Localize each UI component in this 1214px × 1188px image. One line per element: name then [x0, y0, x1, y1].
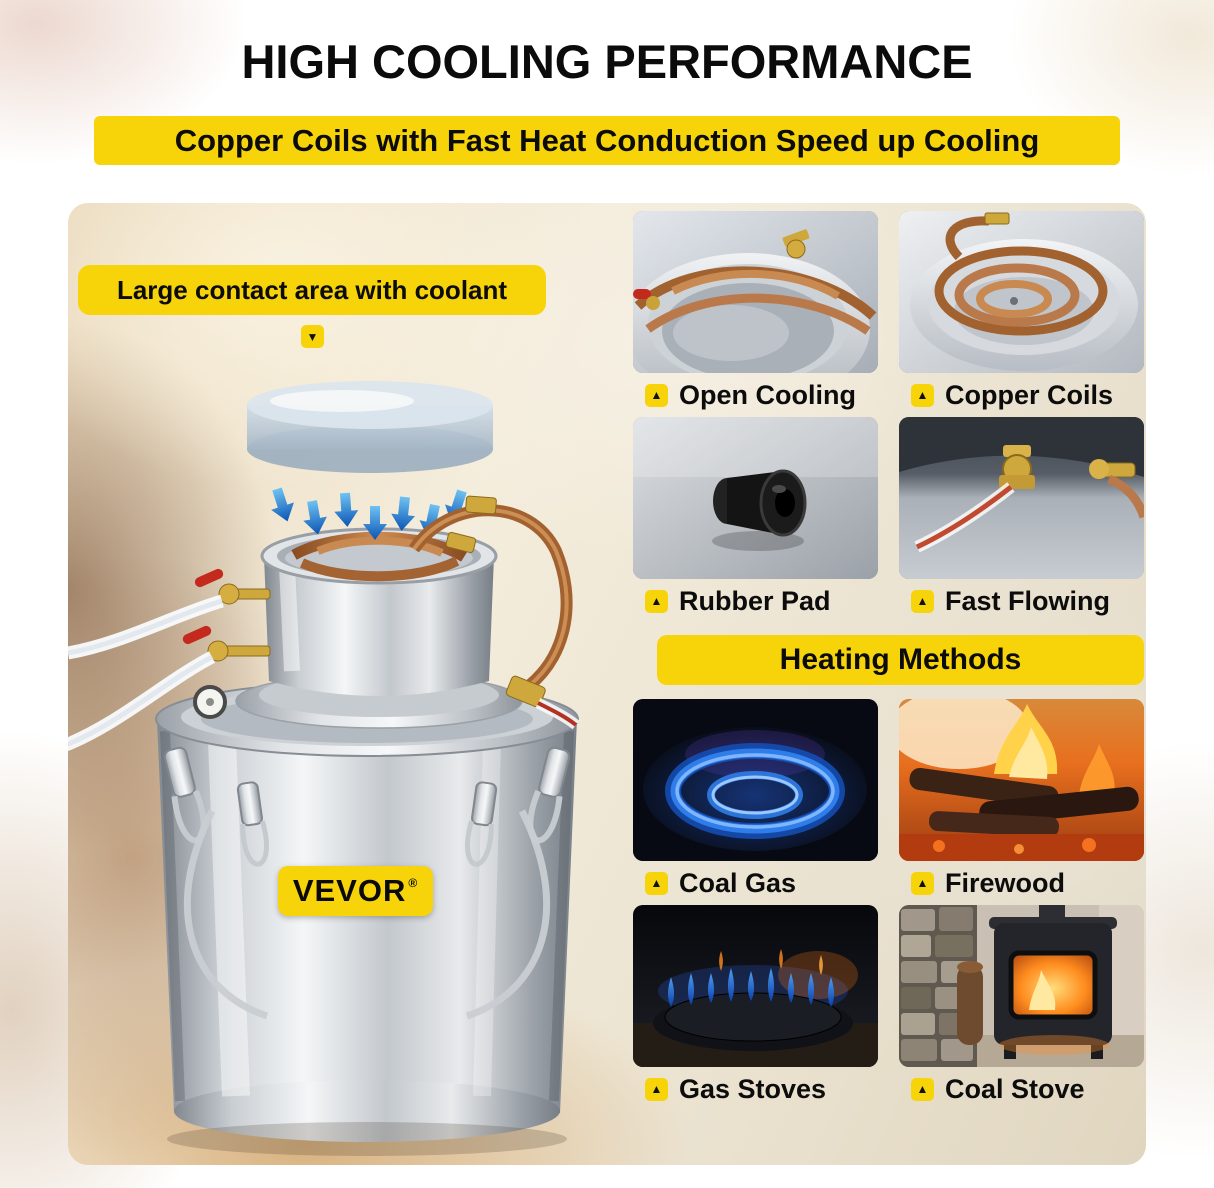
brand-badge: VEVOR® [278, 866, 433, 916]
registered-mark-icon: ® [408, 876, 419, 890]
copper-tube [409, 495, 580, 730]
heating-label-gas-stoves: ▲ Gas Stoves [633, 1074, 878, 1105]
heating-label-coal-stove: ▲ Coal Stove [899, 1074, 1144, 1105]
triangle-bullet-icon: ▲ [645, 589, 668, 613]
photo-gas-stoves [633, 905, 878, 1067]
subtitle-banner: Copper Coils with Fast Heat Conduction S… [94, 116, 1120, 165]
feature-label-rubber-pad: ▲ Rubber Pad [633, 586, 878, 617]
heating-methods-header: Heating Methods [657, 635, 1144, 685]
feature-label-open-cooling: ▲ Open Cooling [633, 380, 878, 411]
triangle-bullet-icon: ▲ [911, 383, 934, 407]
triangle-bullet-icon: ▲ [911, 1077, 934, 1101]
photo-firewood [899, 699, 1144, 861]
photo-coal-stove [899, 905, 1144, 1067]
down-arrow-icon: ▼ [301, 325, 324, 348]
photo-fast-flowing [899, 417, 1144, 579]
photo-copper-coils [899, 211, 1144, 373]
feature-label-copper-coils: ▲ Copper Coils [899, 380, 1144, 411]
brand-text: VEVOR [292, 873, 407, 908]
photo-rubber-pad [633, 417, 878, 579]
valves-and-hoses [68, 568, 271, 752]
triangle-bullet-icon: ▲ [645, 383, 668, 407]
features-panel: ▲ Open Cooling ▲ Copper Coils [633, 211, 1144, 1111]
main-panel: Large contact area with coolant ▼ [68, 203, 1146, 1165]
triangle-bullet-icon: ▲ [911, 589, 934, 613]
photo-coal-gas [633, 699, 878, 861]
bucket-latches [163, 746, 571, 1020]
triangle-bullet-icon: ▲ [911, 871, 934, 895]
heating-label-firewood: ▲ Firewood [899, 868, 1144, 899]
coolant-arrows-icon [271, 487, 468, 540]
triangle-bullet-icon: ▲ [645, 1077, 668, 1101]
coolant-callout: Large contact area with coolant [78, 265, 546, 315]
feature-label-fast-flowing: ▲ Fast Flowing [899, 586, 1144, 617]
cooling-pot [235, 527, 523, 729]
photo-open-cooling [633, 211, 878, 373]
bucket-body [155, 681, 579, 1156]
triangle-bullet-icon: ▲ [645, 871, 668, 895]
heating-label-coal-gas: ▲ Coal Gas [633, 868, 878, 899]
product-photo [68, 381, 580, 1156]
thermometer-gauge [193, 685, 227, 719]
floating-lid [247, 381, 493, 473]
page-title: HIGH COOLING PERFORMANCE [241, 35, 973, 88]
